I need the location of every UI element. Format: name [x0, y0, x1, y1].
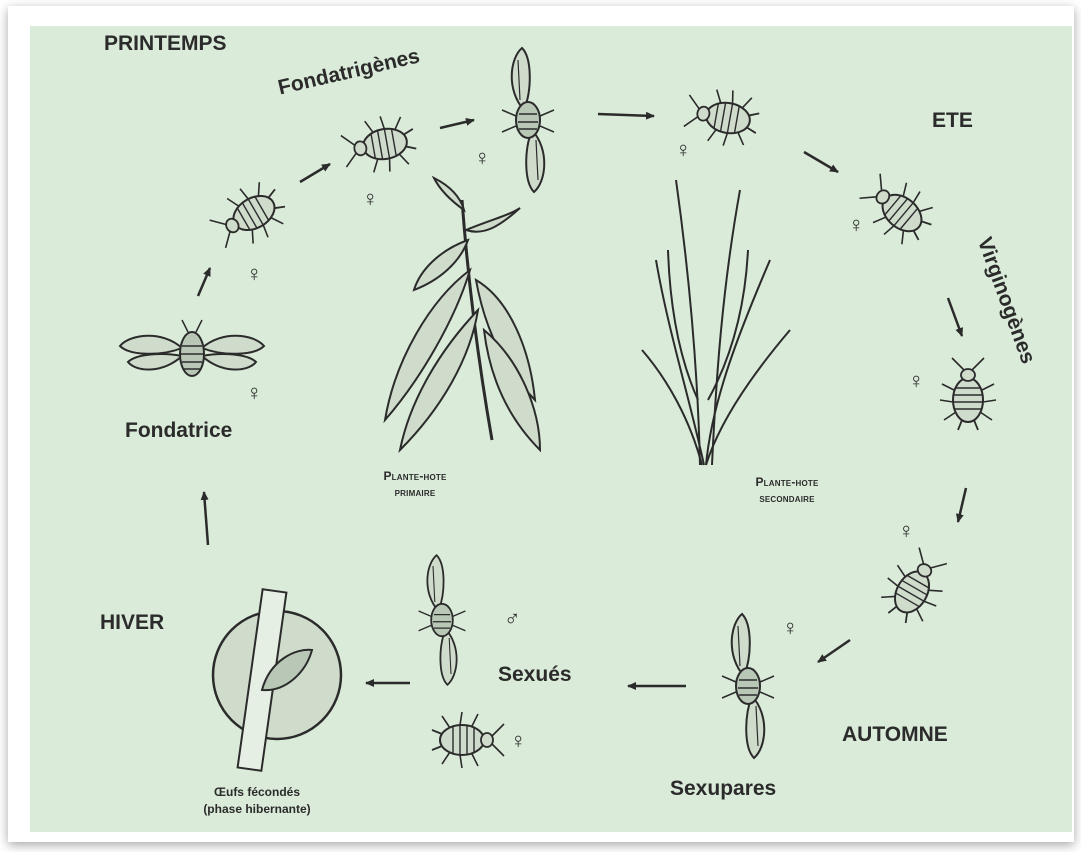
secondary-host-label: Plante-hote secondaire	[712, 474, 862, 506]
female-symbol-spring-1: ♀	[246, 263, 263, 285]
female-symbol-summer-1: ♀	[675, 139, 692, 161]
female-symbol-sexupare: ♀	[782, 617, 799, 639]
primary-host-line2: primaire	[340, 484, 490, 500]
cycle-arrows	[198, 114, 966, 686]
aphid-autumn-figure	[873, 542, 957, 632]
eggs-label-line2: (phase hibernante)	[162, 801, 352, 818]
eggs-label-line1: Œufs fécondés	[162, 784, 352, 801]
primary-host-label: Plante-hote primaire	[340, 468, 490, 500]
female-symbol-spring-2: ♀	[362, 188, 379, 210]
primary-host-line1: Plante-hote	[340, 468, 490, 484]
aphid-fondatrigene-figure	[339, 111, 420, 179]
aphid-sexupare-figure	[722, 614, 774, 758]
female-symbol-autumn: ♀	[898, 520, 915, 542]
season-summer-label: ETE	[932, 110, 973, 131]
aphid-summer-2-figure	[852, 165, 943, 254]
season-spring-label: PRINTEMPS	[104, 33, 227, 54]
eggs-label: Œufs fécondés (phase hibernante)	[162, 784, 352, 818]
female-symbol-summer-2: ♀	[848, 214, 865, 236]
secondary-host-line1: Plante-hote	[712, 474, 862, 490]
primary-host-plant-figure	[385, 178, 540, 450]
aphid-virginogene-figure	[940, 358, 996, 430]
secondary-host-plant-figure	[642, 180, 790, 465]
aphid-female-sexue-figure	[432, 712, 504, 768]
aphid-fondatrice-figure	[120, 320, 264, 376]
male-symbol-sexue: ♂	[504, 608, 521, 630]
stage-sexupares-label: Sexupares	[670, 778, 776, 799]
aphid-winged-spring-figure	[502, 48, 554, 192]
female-symbol-spring-3: ♀	[474, 147, 491, 169]
female-symbol-virginogene: ♀	[908, 370, 925, 392]
secondary-host-line2: secondaire	[712, 490, 862, 506]
aphid-male-figure	[419, 555, 466, 685]
overwintering-eggs-figure	[213, 589, 341, 771]
stage-fondatrice-label: Fondatrice	[125, 420, 232, 441]
female-symbol-fondatrice: ♀	[246, 382, 263, 404]
aphid-summer-1-figure	[682, 83, 763, 151]
season-winter-label: HIVER	[100, 612, 164, 633]
season-autumn-label: AUTOMNE	[842, 724, 948, 745]
stage-sexues-label: Sexués	[498, 664, 572, 685]
aphid-spring-1-figure	[204, 174, 294, 258]
female-symbol-sexue: ♀	[510, 730, 527, 752]
